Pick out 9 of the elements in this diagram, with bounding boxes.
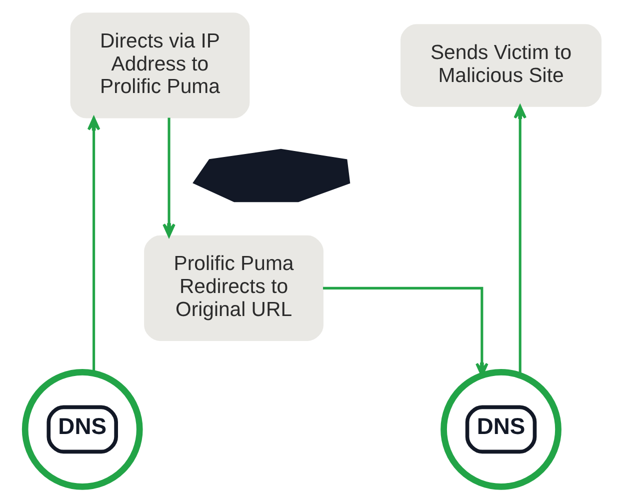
node-circle: DNS: [440, 368, 562, 490]
arrow: [514, 105, 527, 376]
node-circle: DNS: [22, 368, 143, 490]
node-box: Directs via IP Address to Prolific Puma: [70, 12, 250, 118]
node-picture: [192, 148, 350, 202]
node-box: Sends Victim to Malicious Site: [400, 24, 602, 107]
node-box: Prolific Puma Redirects to Original URL: [144, 235, 324, 341]
arrow: [162, 118, 176, 238]
arrow: [87, 116, 100, 373]
